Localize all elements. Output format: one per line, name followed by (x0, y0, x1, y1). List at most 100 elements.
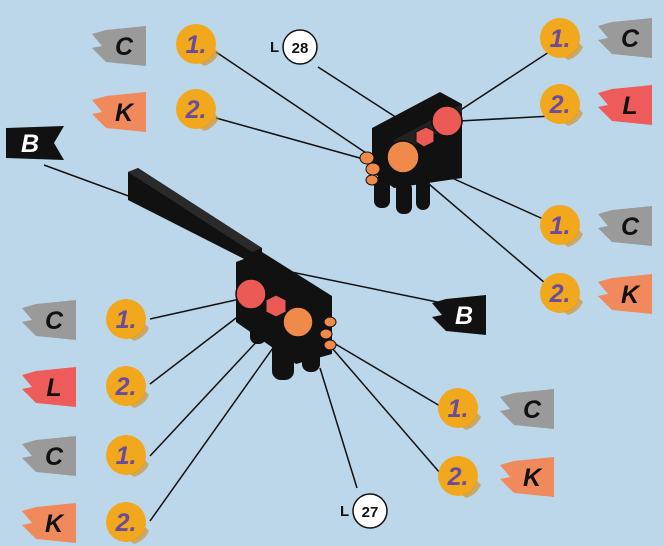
label-number: 27 (362, 504, 379, 521)
flag-letter: K (621, 281, 641, 309)
flag-letter: C (621, 213, 640, 241)
step-number: 2. (549, 91, 571, 119)
step-number: 1. (186, 31, 207, 59)
step-number: 2. (115, 373, 137, 401)
color-flag: K (92, 92, 146, 132)
step-badge: 2. (540, 273, 583, 315)
step-badge-shadow (564, 230, 583, 247)
assembly-label: L 27 (340, 493, 388, 529)
step-badge-circle (106, 435, 146, 475)
flag-letter: K (45, 510, 65, 538)
flag-shape (500, 389, 554, 429)
color-flag: C (22, 436, 76, 476)
step-badge-shadow (564, 298, 583, 315)
leader-lines (43, 49, 553, 522)
step-number: 2. (115, 509, 137, 537)
color-flag: C (598, 206, 652, 246)
step-badge: 1. (540, 18, 583, 60)
leader-line (458, 49, 553, 112)
step-badge-shadow (564, 109, 583, 126)
leader-line (215, 117, 368, 161)
step-badge-shadow (130, 324, 149, 341)
flag-letter: C (45, 443, 64, 471)
leader-line (215, 51, 373, 158)
color-flag: L (22, 367, 76, 407)
step-number: 1. (550, 212, 571, 240)
red-disc-part (431, 105, 463, 137)
color-flag: B (432, 295, 486, 335)
color-flag: C (598, 18, 652, 58)
orange-disc-part (386, 140, 420, 174)
step-badge-shadow (130, 527, 149, 544)
step-badge-circle (540, 84, 580, 124)
label-number: 28 (292, 40, 309, 57)
step-number: 2. (185, 96, 207, 124)
red-disc-part (235, 278, 267, 310)
leader-line (331, 341, 441, 407)
step-badge: 1. (176, 24, 219, 66)
step-number: 2. (549, 280, 571, 308)
flag-shape (22, 367, 76, 407)
orange-disc-part (282, 306, 314, 338)
red-cube-part (265, 294, 287, 318)
step-badge: 2. (176, 89, 219, 131)
orange-knob (359, 151, 375, 165)
leader-line (319, 367, 358, 489)
flag-shape (598, 85, 652, 125)
step-badge-circle (540, 205, 580, 245)
orange-knob (365, 162, 381, 176)
step-badge: 2. (438, 456, 481, 498)
color-flag: C (92, 26, 146, 66)
bottom-rail-assembly (128, 168, 337, 380)
step-badge: 1. (106, 435, 149, 477)
step-badge-shadow (130, 391, 149, 408)
label-circle (282, 29, 318, 65)
leader-line (149, 298, 241, 320)
step-badge-circle (540, 18, 580, 58)
flag-shape (432, 295, 486, 335)
top-bench-legs (374, 176, 430, 214)
leader-line (149, 304, 254, 385)
color-flag: K (22, 503, 76, 543)
label-prefix: L (340, 503, 349, 520)
leader-line (149, 330, 286, 522)
leader-line (458, 115, 553, 122)
leader-line (408, 166, 553, 290)
flag-shape (598, 274, 652, 314)
leg (396, 182, 412, 214)
step-number: 1. (448, 395, 469, 423)
flag-letter: L (622, 92, 637, 120)
leg (374, 176, 390, 208)
step-badge-circle (106, 299, 146, 339)
flag-letter: B (455, 302, 473, 330)
step-badge-circle (438, 456, 478, 496)
orange-knob (323, 316, 337, 328)
label-circle (352, 493, 388, 529)
step-badge-circle (106, 502, 146, 542)
flag-letter: L (46, 374, 61, 402)
flag-shape (92, 92, 146, 132)
color-flag: C (22, 300, 76, 340)
flag-letter: K (523, 464, 543, 492)
step-badge-circle (540, 273, 580, 313)
orange-knob (323, 339, 337, 351)
flag-letter: K (115, 99, 135, 127)
orange-knob (319, 328, 333, 340)
top-bench-assembly (359, 92, 463, 214)
flag-letter: C (115, 33, 134, 61)
flag-shape (598, 206, 652, 246)
long-rail-top (128, 168, 262, 252)
step-badge: 1. (438, 388, 481, 430)
step-badge-circle (176, 89, 216, 129)
color-flag: K (500, 457, 554, 497)
step-badge: 2. (106, 502, 149, 544)
step-badge-shadow (200, 114, 219, 131)
step-badge-circle (438, 388, 478, 428)
step-number: 1. (116, 442, 137, 470)
color-flag: C (500, 389, 554, 429)
color-flag: K (598, 274, 652, 314)
flag-shape (22, 436, 76, 476)
